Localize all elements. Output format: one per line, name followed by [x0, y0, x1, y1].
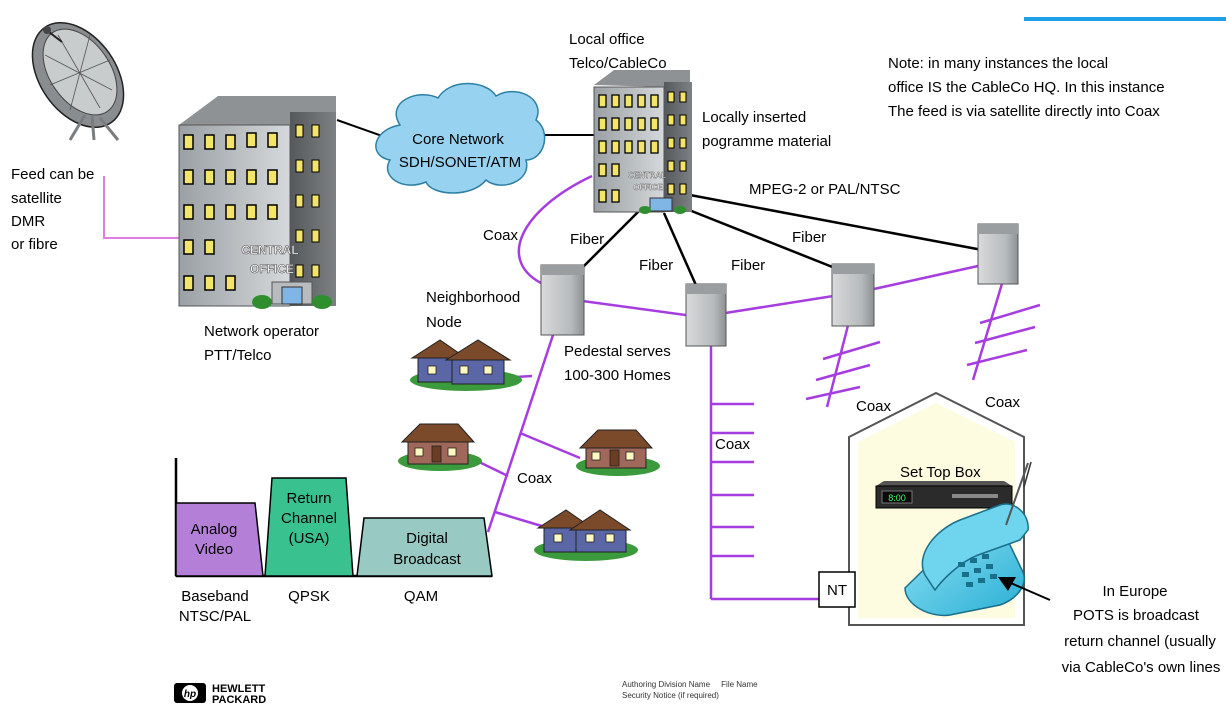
- nt-box: [818, 571, 856, 608]
- central-office-sign: CENTRAL: [241, 243, 298, 257]
- core-network-label: SDH/SONET/ATM: [399, 154, 521, 171]
- coax-label: Coax: [517, 470, 553, 487]
- feed-label: Feed can be: [11, 166, 94, 183]
- set-top-box-display: 8:00: [888, 493, 906, 503]
- svg-text:hp: hp: [184, 689, 196, 700]
- neighborhood-node-label: Node: [426, 314, 462, 331]
- local-window-grid: [598, 91, 687, 203]
- local-office-building-icon: [593, 70, 692, 214]
- spectrum-band-return: [264, 477, 354, 577]
- mpeg-label: MPEG-2 or PAL/NTSC: [749, 181, 901, 198]
- house-icon: [576, 429, 660, 476]
- set-top-box-label: Set Top Box: [900, 464, 981, 481]
- coax-label: Coax: [985, 394, 1021, 411]
- set-top-box-icon: [875, 461, 1032, 509]
- spectrum-band-analog: [175, 502, 264, 577]
- qam-caption: QAM: [404, 588, 438, 605]
- pedestal-label: 100-300 Homes: [564, 367, 671, 384]
- fiber-node-icon: [977, 223, 1019, 285]
- coax-label: Coax: [483, 227, 519, 244]
- link-operator-core: [336, 119, 386, 138]
- footer-line: Authoring Division Name File Name: [622, 680, 758, 689]
- return-channel-label: (USA): [289, 530, 330, 547]
- telephone-icon: [904, 462, 1029, 617]
- spectrum-band-digital: [356, 517, 493, 577]
- europe-label: return channel (usually: [1064, 633, 1216, 650]
- fiber-lines: [574, 193, 994, 293]
- pedestal-icon: [685, 283, 727, 347]
- nt-label: NT: [827, 582, 847, 599]
- core-network-cloud-icon: [375, 82, 546, 194]
- pedestal-label: Pedestal serves: [564, 343, 671, 360]
- central-office-building-icon: [178, 96, 336, 309]
- neighborhood-node-icon: [540, 264, 585, 336]
- house-icon: [398, 423, 482, 471]
- local-office-label: Telco/CableCo: [569, 55, 667, 72]
- feed-line: [103, 176, 179, 239]
- analog-video-label: Video: [195, 541, 233, 558]
- neighborhood-node-label: Neighborhood: [426, 289, 520, 306]
- return-channel-label: Channel: [281, 510, 337, 527]
- baseband-caption: NTSC/PAL: [179, 608, 251, 625]
- central-office-sign: OFFICE: [250, 262, 294, 276]
- analog-video-label: Analog: [191, 521, 238, 538]
- satellite-dish-icon: [31, 21, 125, 141]
- footer-line: Security Notice (if required): [622, 691, 719, 700]
- network-operator-label: PTT/Telco: [204, 347, 272, 364]
- baseband-caption: Baseband: [181, 588, 249, 605]
- feed-label: DMR: [11, 213, 45, 230]
- fiber-node-icon: [831, 263, 875, 327]
- fiber-label: Fiber: [570, 231, 604, 248]
- europe-label: In Europe: [1102, 583, 1167, 600]
- core-network-label: Core Network: [412, 131, 504, 148]
- hp-logo-text: PACKARD: [212, 694, 266, 704]
- locally-inserted-label: Locally inserted: [702, 109, 806, 126]
- fiber-label: Fiber: [639, 257, 673, 274]
- note-label: Note: in many instances the local: [888, 55, 1108, 72]
- digital-broadcast-label: Digital: [406, 530, 448, 547]
- pointer-arrow-icon: [998, 577, 1051, 601]
- fiber-label: Fiber: [731, 257, 765, 274]
- hp-logo-text: HEWLETT: [212, 683, 265, 695]
- qpsk-caption: QPSK: [288, 588, 330, 605]
- coax-label: Coax: [715, 436, 751, 453]
- europe-label: POTS is broadcast: [1073, 607, 1200, 624]
- local-central-office-sign: OFFICE: [633, 183, 663, 192]
- feed-label: or fibre: [11, 236, 58, 253]
- note-label: The feed is via satellite directly into …: [888, 103, 1160, 120]
- house-icon: [410, 339, 522, 391]
- digital-broadcast-label: Broadcast: [393, 551, 461, 568]
- return-channel-label: Return: [286, 490, 331, 507]
- locally-inserted-label: pogramme material: [702, 133, 831, 150]
- hp-logo: hp: [174, 683, 206, 703]
- window-grid: [183, 124, 320, 291]
- spectrum-diagram: [174, 458, 493, 578]
- fiber-label: Fiber: [792, 229, 826, 246]
- feed-label: satellite: [11, 190, 62, 207]
- note-label: office IS the CableCo HQ. In this instan…: [888, 79, 1165, 96]
- local-office-label: Local office: [569, 31, 645, 48]
- europe-label: via CableCo's own lines: [1062, 659, 1221, 676]
- network-operator-label: Network operator: [204, 323, 319, 340]
- house-icon: [534, 509, 638, 561]
- accent-bar: [1024, 17, 1226, 21]
- local-central-office-sign: CENTRAL: [628, 171, 666, 180]
- coax-label: Coax: [856, 398, 892, 415]
